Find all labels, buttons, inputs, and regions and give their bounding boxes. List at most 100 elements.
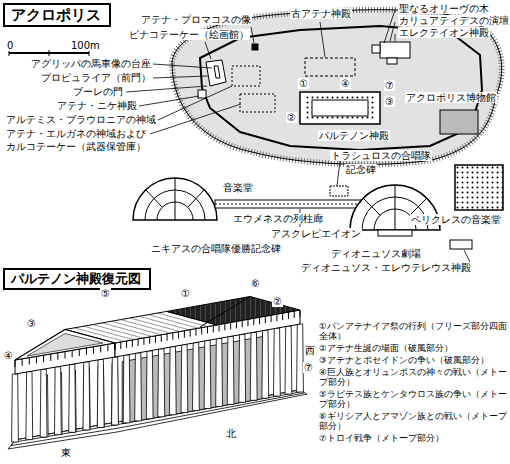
direction-label: 東: [60, 447, 72, 458]
side-column: [250, 332, 257, 400]
triglyph: [29, 358, 30, 365]
front-column: [26, 372, 33, 440]
place-label: アグリッパの馬車像の台座: [30, 58, 152, 69]
place-label: ディオニュソス・エレウテレウス神殿: [300, 262, 472, 273]
front-pediment: [15, 330, 115, 361]
place-label: ディオニュソス劇場: [330, 248, 422, 259]
place-label: アテナ・ニケ神殿: [56, 100, 138, 111]
relief-item: ④巨人族とオリュンポスの神々の戦い（メトープ部分）: [318, 368, 508, 387]
triglyph: [115, 343, 116, 350]
direction-label: 北: [225, 428, 237, 439]
heading-text: パルテノン神殿復元図: [11, 271, 141, 286]
triglyph: [149, 337, 150, 344]
place-label: パルテノン神殿: [318, 130, 390, 141]
relief-item: ③アテナとポセイドンの争い（破風部分）: [318, 356, 508, 366]
front-column: [97, 359, 104, 427]
triglyph: [86, 348, 87, 355]
side-column: [216, 338, 223, 406]
side-column: [204, 341, 211, 409]
triglyph: [294, 311, 295, 318]
triglyph: [107, 344, 108, 351]
callout-number: ②: [286, 112, 297, 123]
rafter: [121, 320, 171, 334]
triglyph: [36, 356, 37, 363]
place-label: カルコテーケー（武器保管庫）: [5, 141, 147, 152]
callout-number: ⑦: [303, 362, 314, 373]
place-label: ニキアスの合唱隊優勝記念碑: [150, 243, 282, 254]
side-column: [146, 351, 153, 419]
side-column: [297, 324, 304, 392]
triglyph: [126, 341, 127, 348]
triglyph: [50, 354, 51, 361]
direction-label: 西: [304, 345, 316, 356]
relief-item: ⑦トロイ戦争（メトープ部分）: [318, 434, 508, 444]
heading-text: アクロポリス: [11, 6, 101, 24]
place-label: トラシュロスの合唱隊: [330, 150, 432, 161]
side-column: [169, 347, 176, 415]
relief-item: ⑥ギリシア人とアマゾン族との戦い（メトープ部分）: [318, 412, 508, 431]
triglyph: [213, 325, 214, 332]
triglyph: [242, 320, 243, 327]
callout-number: ①: [298, 78, 309, 89]
front-column: [112, 357, 119, 425]
callout-number: ③: [26, 318, 37, 329]
triglyph: [138, 339, 139, 346]
relief-item: ⑤ラピテス族とケンタウロス族の争い（メトープ部分）: [318, 390, 508, 409]
heading-box: アクロポリス: [3, 3, 111, 27]
triglyph: [65, 352, 66, 359]
triglyph: [167, 334, 168, 341]
callout-number: ②: [272, 296, 283, 307]
place-label: エレクテイオン神殿: [398, 27, 490, 38]
relief-item: ①パンアテナイア祭の行列（フリーズ部分四面全体）: [318, 322, 508, 341]
place-label: 音楽堂: [222, 182, 254, 193]
rafter: [130, 318, 180, 332]
place-label: ペリクレスの音楽堂: [410, 214, 502, 225]
triglyph: [143, 338, 144, 345]
triglyph: [132, 340, 133, 347]
callout-number: ①: [180, 288, 191, 299]
place-label: アテナ・エルガネの神域および: [5, 128, 147, 139]
front-column: [83, 362, 90, 430]
triglyph: [15, 360, 16, 367]
triglyph: [219, 324, 220, 331]
triglyph: [259, 317, 260, 324]
place-label: 記念碑: [345, 164, 377, 175]
triglyph: [43, 355, 44, 362]
pediment-relief: [27, 334, 103, 357]
heading-box: パルテノン神殿復元図: [3, 268, 151, 290]
place-label: 古アテナ神殿: [290, 8, 352, 19]
triglyph: [93, 347, 94, 354]
triglyph: [172, 333, 173, 340]
triglyph: [224, 323, 225, 330]
triglyph: [282, 313, 283, 320]
place-label: 聖なるオリーヴの木: [398, 3, 490, 14]
place-label: アルテミス・ブラウロニアの神域: [5, 114, 157, 125]
triglyph: [155, 336, 156, 343]
place-label: アテナ・プロマコスの像: [140, 14, 252, 25]
parthenon-reconstruction: [8, 297, 307, 450]
front-column: [40, 369, 47, 437]
triglyph: [271, 315, 272, 322]
side-column: [285, 326, 292, 394]
triglyph: [57, 353, 58, 360]
callout-number: ⑦: [384, 80, 395, 91]
triglyph: [300, 310, 301, 317]
triglyph: [253, 318, 254, 325]
front-column: [55, 367, 62, 435]
callout-number: ⑤: [100, 288, 111, 299]
callout-number: ④: [340, 78, 351, 89]
relief-item: ②アテナ生誕の場面（破風部分）: [318, 344, 508, 354]
triglyph: [288, 312, 289, 319]
side-column: [123, 355, 130, 423]
triglyph: [184, 331, 185, 338]
triglyph: [207, 327, 208, 334]
triglyph: [22, 359, 23, 366]
front-column: [69, 364, 76, 432]
triglyph: [100, 345, 101, 352]
triglyph: [72, 350, 73, 357]
callout-number: ③: [384, 96, 395, 107]
side-column: [227, 336, 234, 404]
side-column: [158, 349, 165, 417]
triglyph: [201, 328, 202, 335]
place-label: ブーレの門: [72, 86, 124, 97]
